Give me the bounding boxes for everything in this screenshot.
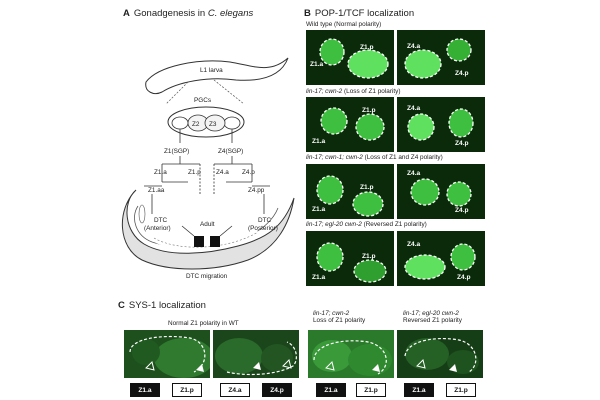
sys1-label-z1p-3: Z1.p (446, 383, 476, 397)
dtc-posterior-label-2: (Posterior) (248, 225, 278, 232)
adult-worm (122, 189, 295, 270)
sys1-label-z4p: Z4.p (262, 383, 292, 397)
panel-c-letter: C (118, 300, 125, 311)
panel-a-title-prefix: Gonadgenesis in (133, 8, 206, 19)
panel-c-group-2-caption: lin-17; cwn-2 Loss of Z1 polarity (313, 310, 366, 324)
pop1-lin17-cwn2-z1-micrograph: Z1.a Z1.p (306, 97, 394, 152)
sys1-label-z1p-2: Z1.p (356, 383, 386, 397)
z1-sgp-label: Z1(SGP) (164, 148, 189, 155)
z4-sgp-label: Z4(SGP) (218, 148, 243, 155)
pop1-wt-z4-micrograph: Z4.a Z4.p (397, 30, 485, 85)
dtc-anterior-label-1: DTC (154, 217, 168, 224)
sys1-lin17-cwn2-micrograph (308, 330, 394, 378)
l1-larva-worm (145, 57, 289, 95)
adult-label: Adult (200, 221, 215, 228)
dtc-migration-label: DTC migration (186, 273, 228, 280)
dtc-posterior-label-1: DTC (258, 217, 272, 224)
sys1-label-z1a-2: Z1.a (316, 383, 346, 397)
panel-b-row-3-caption: lin-17; cwn-1; cwn-2 (Loss of Z1 and Z4 … (306, 154, 443, 161)
z1a-label: Z1.a (154, 169, 167, 176)
sys1-label-z4a: Z4.a (220, 383, 250, 397)
z4a-label: Z4.a (216, 169, 229, 176)
sys1-wt-z4-micrograph (213, 330, 299, 378)
sys1-label-z1p-1: Z1.p (172, 383, 202, 397)
pop1-lin17-cwn1-cwn2-z1-micrograph: Z1.a Z1.p (306, 164, 394, 219)
z4pp-label: Z4.pp (248, 187, 265, 194)
z4p-label: Z4.p (242, 169, 255, 176)
z1p-label: Z1.p (188, 169, 201, 176)
panel-c-group-3-caption: lin-17; egl-20 cwn-2 Reversed Z1 polarit… (403, 310, 462, 324)
z2-label: Z2 (192, 121, 200, 128)
panel-b-title-text: POP-1/TCF localization (314, 8, 415, 19)
l1-larva-label: L1 larva (200, 67, 223, 74)
sys1-label-z1a-3: Z1.a (404, 383, 434, 397)
pop1-lin17-egl20-cwn2-z4-micrograph: Z4.a Z4.p (397, 231, 485, 286)
panel-b-row-4-caption: lin-17; egl-20 cwn-2 (Reversed Z1 polari… (306, 221, 427, 228)
gonadogenesis-diagram: L1 larva PGCs Z2 Z3 Z1(SGP) Z4(SGP) Z1.a… (122, 57, 295, 280)
panel-b-row-1-caption: Wild type (Normal polarity) (306, 21, 382, 28)
pop1-lin17-cwn1-cwn2-z4-micrograph: Z4.a Z4.p (397, 164, 485, 219)
panel-a-letter: A (123, 8, 130, 19)
sys1-lin17-egl20-cwn2-micrograph (397, 330, 483, 378)
pop1-wt-z1-micrograph: Z1.a Z1.p (306, 30, 394, 85)
panel-b-row-2-caption: lin-17; cwn-2 (Loss of Z1 polarity) (306, 88, 401, 95)
pop1-lin17-egl20-cwn2-z1-micrograph: Z1.a Z1.p (306, 231, 394, 286)
dtc-anterior-label-2: (Anterior) (144, 225, 171, 232)
z1aa-label: Z1.aa (148, 187, 165, 194)
panel-b-letter: B (304, 8, 311, 19)
panel-c-title-text: SYS-1 localization (128, 300, 206, 311)
z3-label: Z3 (209, 121, 217, 128)
panel-c-group-1-caption: Normal Z1 polarity in WT (168, 320, 239, 327)
pop1-lin17-cwn2-z4-micrograph: Z4.a Z4.p (397, 97, 485, 152)
sys1-label-z1a-1: Z1.a (130, 383, 160, 397)
pgcs-label: PGCs (194, 97, 211, 104)
panel-a-title-species: C. elegans (207, 8, 254, 19)
sys1-wt-z1-micrograph (124, 330, 210, 378)
